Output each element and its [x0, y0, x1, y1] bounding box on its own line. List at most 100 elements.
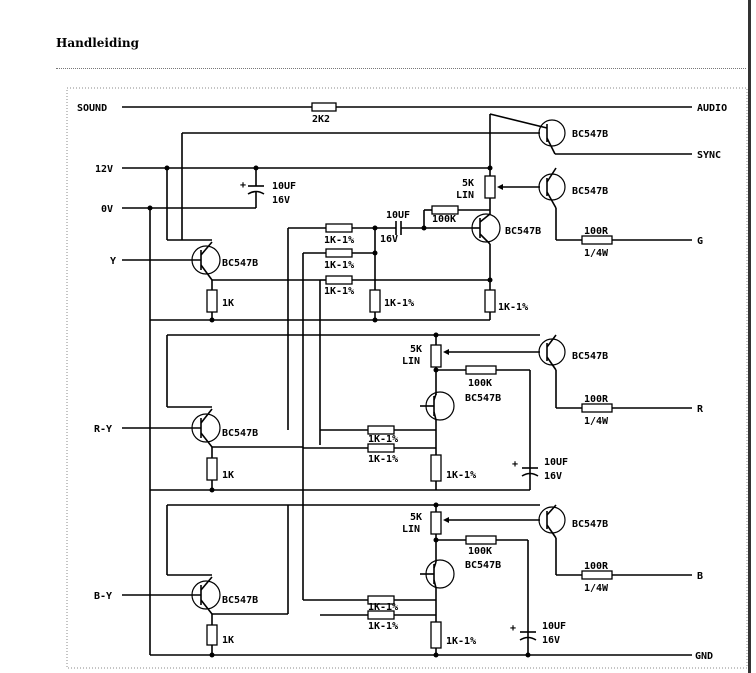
part-label-1k1-j: 1K-1% — [368, 621, 398, 632]
resistor-100k-r — [465, 365, 497, 375]
part-label-q-by: BC547B — [222, 595, 258, 606]
cap-label-b-value: 10UF — [542, 621, 566, 632]
part-label-q-amp-b: BC547B — [465, 560, 501, 571]
part-label-q-out-g: BC547B — [572, 186, 608, 197]
capacitor-b — [519, 631, 537, 641]
transistor-sync — [489, 113, 692, 166]
transistor-by — [122, 574, 221, 625]
net-label-sound: SOUND — [77, 103, 107, 114]
part-label-1k1-i: 1K-1% — [368, 602, 398, 613]
part-label-1k1-h: 1K-1% — [446, 470, 476, 481]
part-label-100k-b: 100K — [468, 546, 492, 557]
resistor-1k-by — [206, 624, 218, 646]
transistor-amp-r — [420, 391, 455, 455]
net-label-y: Y — [110, 256, 116, 267]
part-label-1k1-e: 1K-1% — [498, 302, 528, 313]
page-title: Handleiding — [56, 36, 140, 50]
frame-border-top — [56, 68, 746, 70]
part-label-1k1-g: 1K-1% — [368, 454, 398, 465]
transistor-amp-b — [420, 559, 455, 622]
resistor-1k1-j — [367, 610, 395, 620]
part-label-1k1-b: 1K-1% — [324, 260, 354, 271]
part-label-q-y: BC547B — [222, 258, 258, 269]
part-label-1k1-c: 1K-1% — [324, 286, 354, 297]
resistor-1k-y — [206, 289, 218, 313]
resistor-100r-g — [581, 235, 613, 245]
net-label-by: B-Y — [94, 591, 112, 602]
cap-label-c1-voltage: 16V — [272, 195, 290, 206]
net-label-b: B — [697, 571, 703, 582]
net-label-r: R — [697, 404, 704, 415]
potentiometer-5k-g[interactable] — [484, 175, 496, 199]
transistor-amp-g — [471, 213, 501, 290]
cap-label-b-voltage: 16V — [542, 635, 560, 646]
frame-border-right — [748, 0, 751, 673]
part-label-1k-by: 1K — [222, 635, 234, 646]
cap-plus-r: + — [512, 459, 518, 470]
cap-plus-b: + — [510, 623, 516, 634]
net-label-g: G — [697, 236, 703, 247]
resistor-1k-ry — [206, 457, 218, 481]
pot-label-5k-g: 5K — [462, 178, 474, 189]
part-label-1k1-f: 1K-1% — [368, 434, 398, 445]
cap-label-c1-value: 10UF — [272, 181, 296, 192]
part-label-100r-b-watt: 1/4W — [584, 583, 609, 594]
potentiometer-5k-b[interactable] — [430, 511, 442, 535]
part-label-100k-g: 100K — [432, 214, 456, 225]
part-label-100r-r-watt: 1/4W — [584, 416, 609, 427]
capacitor-r — [521, 467, 539, 477]
pot-label-5k-r: 5K — [410, 344, 422, 355]
part-label-q-sync: BC547B — [572, 129, 608, 140]
part-label-q-ry: BC547B — [222, 428, 258, 439]
part-label-100r-r: 100R — [584, 394, 609, 405]
net-label-sync: SYNC — [697, 150, 721, 161]
cap-label-c2-voltage: 16V — [380, 234, 398, 245]
cap-label-r-value: 10UF — [544, 457, 568, 468]
resistor-1k1-h — [430, 454, 442, 482]
pot-label-lin-g: LIN — [456, 190, 474, 201]
transistor-y — [122, 239, 221, 290]
resistor-100r-b — [581, 570, 613, 580]
resistor-1k1-c — [325, 275, 353, 285]
part-label-q-amp-r: BC547B — [465, 393, 501, 404]
resistor-1k1-b — [325, 248, 353, 258]
resistor-1k1-g — [367, 443, 395, 453]
resistor-100k-b — [465, 535, 497, 545]
resistor-1k1-f — [367, 425, 395, 435]
part-label-100k-r: 100K — [468, 378, 492, 389]
part-label-1k-ry: 1K — [222, 470, 234, 481]
pot-label-5k-b: 5K — [410, 512, 422, 523]
part-label-q-amp-g: BC547B — [505, 226, 541, 237]
part-label-1k1-k: 1K-1% — [446, 636, 476, 647]
part-label-q-out-b: BC547B — [572, 519, 608, 530]
part-label-100r-b: 100R — [584, 561, 609, 572]
transistor-ry — [122, 406, 221, 458]
schematic-frame — [66, 87, 748, 669]
capacitor-decoupling — [247, 168, 265, 208]
part-label-1k1-d: 1K-1% — [384, 298, 414, 309]
net-label-audio: AUDIO — [697, 103, 727, 114]
cap-plus-1: + — [240, 180, 246, 191]
resistor-100k-g — [431, 205, 459, 215]
net-label-12v: 12V — [95, 164, 113, 175]
pot-label-lin-r: LIN — [402, 356, 420, 367]
resistor-2k2 — [311, 102, 337, 112]
resistor-1k1-a — [325, 223, 353, 233]
resistor-100r-r — [581, 403, 613, 413]
transistor-out-g — [538, 167, 566, 240]
net-label-ry: R-Y — [94, 424, 112, 435]
part-label-100r-g: 100R — [584, 226, 609, 237]
cap-label-c2-value: 10UF — [386, 210, 410, 221]
part-label-100r-g-watt: 1/4W — [584, 248, 609, 259]
potentiometer-5k-r[interactable] — [430, 344, 442, 368]
resistor-1k1-d — [369, 289, 381, 313]
transistor-out-r — [538, 334, 566, 408]
part-label-1k-y: 1K — [222, 298, 234, 309]
part-label-2k2: 2K2 — [312, 114, 330, 125]
resistor-1k1-k — [430, 621, 442, 649]
resistor-1k1-e — [484, 289, 496, 313]
transistor-out-b — [538, 504, 566, 575]
pot-label-lin-b: LIN — [402, 524, 420, 535]
cap-label-r-voltage: 16V — [544, 471, 562, 482]
